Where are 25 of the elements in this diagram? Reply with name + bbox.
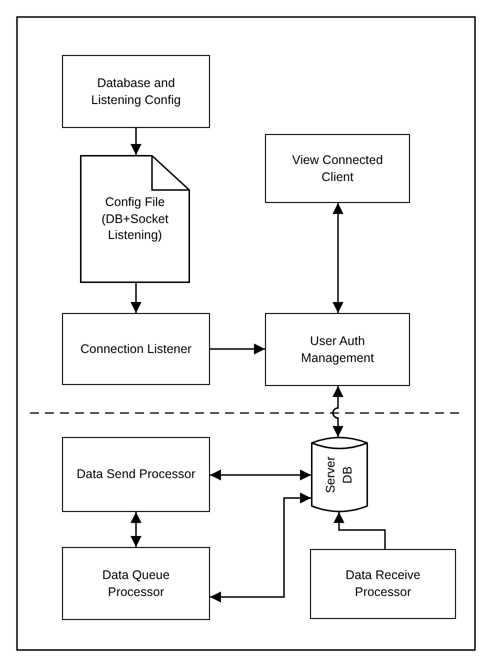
arrow bbox=[332, 203, 344, 313]
process-box bbox=[62, 313, 210, 385]
node-label: Server DB bbox=[322, 455, 356, 495]
arrow bbox=[210, 470, 311, 480]
node-label: Data Queue Processor bbox=[101, 566, 171, 600]
arrow bbox=[130, 283, 142, 313]
process-box bbox=[62, 55, 210, 128]
arrow bbox=[210, 344, 265, 354]
node-label: Connection Listener bbox=[79, 340, 193, 358]
arrow bbox=[332, 386, 344, 437]
process-box bbox=[62, 547, 210, 620]
arrow bbox=[130, 128, 142, 155]
arrow bbox=[210, 492, 311, 602]
process-box bbox=[62, 437, 210, 512]
arrow bbox=[130, 512, 142, 547]
node-label: Config File (DB+Socket Listening) bbox=[100, 194, 170, 244]
node-label: Data Receive Processor bbox=[344, 567, 422, 601]
process-box bbox=[265, 313, 410, 386]
node-label: Database and Listening Config bbox=[90, 74, 182, 108]
node-label: User Auth Management bbox=[300, 332, 375, 366]
node-label: Data Send Processor bbox=[76, 466, 196, 483]
process-box bbox=[310, 549, 456, 619]
process-box bbox=[265, 134, 410, 203]
arrow bbox=[334, 512, 386, 549]
node-label: View Connected Client bbox=[291, 152, 384, 186]
